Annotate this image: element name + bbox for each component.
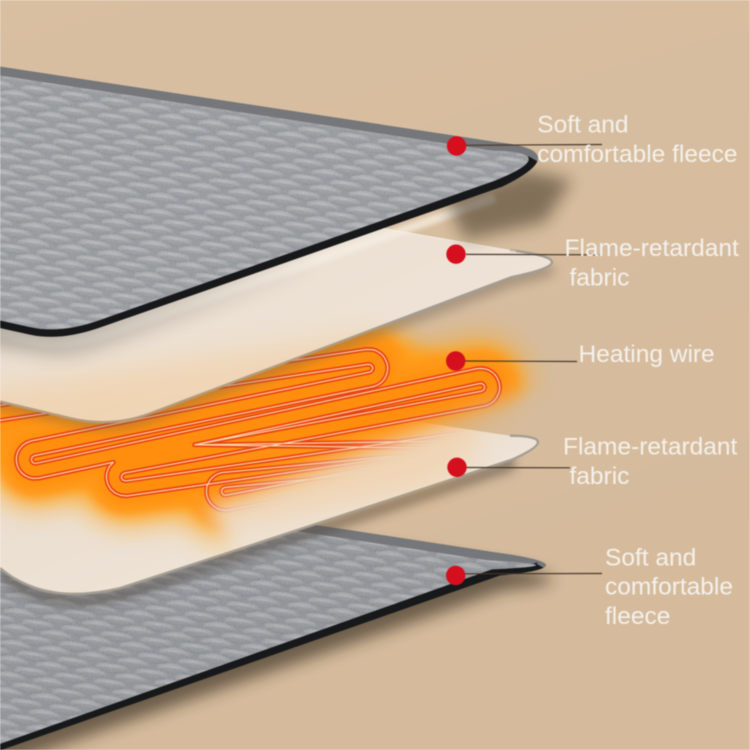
svg-text:Flame-retardant: Flame-retardant	[565, 235, 739, 262]
svg-text:comfortable fleece: comfortable fleece	[537, 141, 737, 168]
svg-text:Heating wire: Heating wire	[579, 341, 715, 368]
svg-text:Soft and: Soft and	[537, 112, 628, 139]
svg-text:Flame-retardant: Flame-retardant	[563, 434, 737, 461]
svg-text:comfortable: comfortable	[605, 574, 733, 601]
svg-text:fleece: fleece	[605, 603, 670, 630]
svg-text:Soft and: Soft and	[605, 544, 696, 571]
svg-text:fabric: fabric	[570, 265, 630, 292]
svg-text:fabric: fabric	[570, 463, 630, 490]
